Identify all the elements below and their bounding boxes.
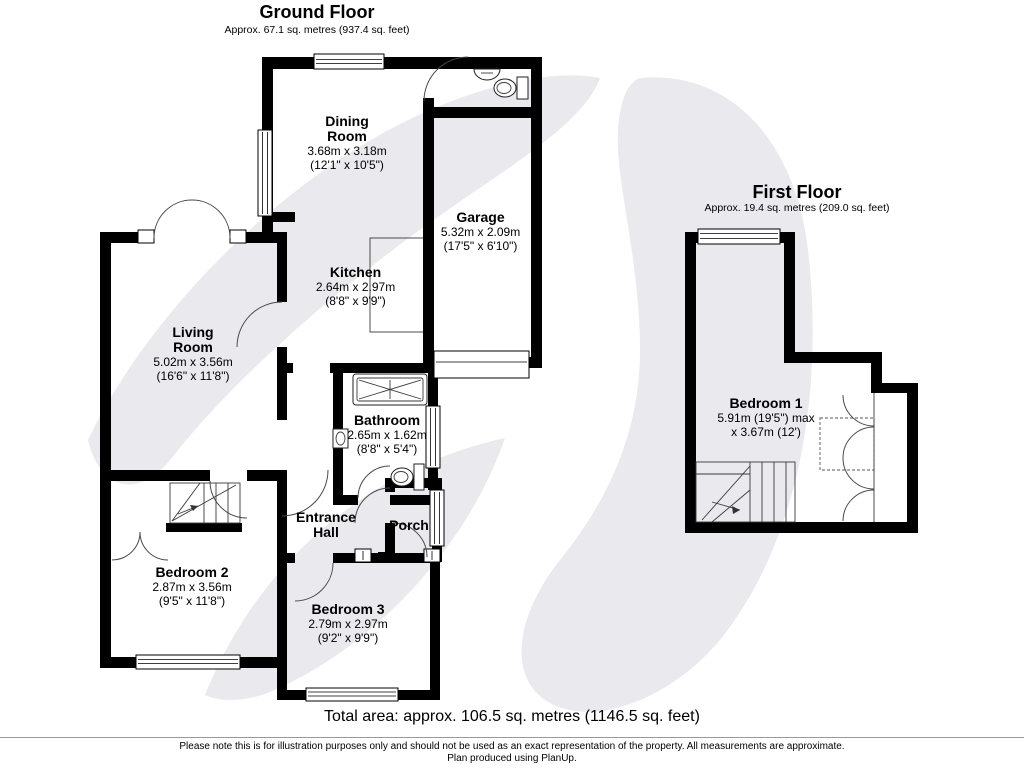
stairs-first-floor: [695, 461, 796, 523]
garage-door: [433, 350, 530, 379]
total-area-text: Total area: approx. 106.5 sq. metres (11…: [324, 708, 700, 725]
room-dims-imperial: (8'8" x 5'4"): [356, 442, 418, 456]
wc-sink-icon: [473, 68, 501, 81]
first-floor-walls: [685, 232, 918, 533]
bathroom-sink-icon: [332, 428, 349, 449]
window-bedroom2-bottom: [135, 654, 241, 670]
wc-toilet-icon: [493, 76, 529, 100]
room-name: Bedroom 3: [311, 601, 385, 617]
room-name: Dining Room: [325, 113, 369, 144]
room-label-porch: Porch: [368, 518, 450, 533]
room-label-kitchen: Kitchen 2.64m x 2.97m (8'8" x 9'9"): [283, 264, 428, 309]
bathroom-toilet-icon: [390, 463, 425, 491]
room-name: Bedroom 2: [155, 564, 229, 580]
room-label-bathroom: Bathroom 2.65m x 1.62m (8'8" x 5'4"): [317, 412, 457, 457]
window-bathroom-right: [425, 405, 441, 469]
room-name: Kitchen: [329, 264, 382, 280]
disclaimer-text: Please note this is for illustration pur…: [179, 741, 845, 752]
room-label-bedroom-2: Bedroom 2 2.87m x 3.56m (9'5" x 11'8"): [107, 564, 277, 609]
window-dining-left: [257, 129, 273, 217]
room-label-garage: Garage 5.32m x 2.09m (17'5" x 6'10"): [408, 209, 553, 254]
footer-divider: [0, 737, 1024, 738]
room-dims-imperial: (16'6" x 11'8"): [156, 369, 230, 383]
room-dims-metric: 3.68m x 3.18m: [307, 144, 387, 158]
window-porch-sidelight-right: [423, 548, 441, 563]
french-door-post-right: [229, 229, 247, 244]
first-floor-subtitle: Approx. 19.4 sq. metres (209.0 sq. feet): [704, 202, 890, 214]
bath-icon: [352, 373, 428, 406]
room-name: Entrance Hall: [296, 509, 356, 540]
room-label-bedroom-1: Bedroom 1 5.91m (19'5") max x 3.67m (12'…: [678, 395, 854, 440]
room-dims-metric: 2.65m x 1.62m: [347, 428, 427, 442]
room-label-entrance-hall: Entrance Hall: [276, 510, 376, 540]
room-dims-metric: 5.32m x 2.09m: [440, 225, 521, 239]
ground-floor-walls: [100, 57, 542, 700]
credit-text: Plan produced using PlanUp.: [447, 753, 577, 764]
room-dims-metric: 5.02m x 3.56m: [153, 355, 233, 369]
window-bedroom3-bottom: [305, 687, 399, 702]
room-dims-imperial: (9'5" x 11'8"): [158, 594, 226, 608]
room-dims-metric: 2.87m x 3.56m: [152, 580, 232, 594]
first-floor-title: First Floor: [752, 182, 842, 202]
window-porch-sidelight-left: [354, 548, 372, 563]
door-arcs: [111, 56, 875, 602]
room-label-living-room: Living Room 5.02m x 3.56m (16'6" x 11'8"…: [118, 324, 268, 384]
room-name: Garage: [456, 209, 505, 225]
room-dims-metric: 2.64m x 2.97m: [315, 280, 396, 294]
room-dims-imperial: x 3.67m (12'): [731, 425, 801, 439]
window-porch-right: [429, 489, 445, 547]
room-dims-imperial: (12'1" x 10'5"): [310, 158, 384, 172]
ground-floor-title: Ground Floor: [259, 2, 375, 22]
bedroom1-wardrobe: [819, 393, 875, 522]
room-label-bedroom-3: Bedroom 3 2.79m x 2.97m (9'2" x 9'9"): [268, 601, 428, 646]
room-dims-metric: 5.91m (19'5") max: [717, 411, 815, 425]
stairs-ground-floor: [169, 482, 241, 524]
room-label-dining-room: Dining Room 3.68m x 3.18m (12'1" x 10'5"…: [272, 113, 422, 173]
room-name: Living Room: [172, 324, 214, 355]
planup-watermark-logo: [88, 75, 813, 712]
room-dims-imperial: (8'8" x 9'9"): [325, 294, 386, 308]
french-door-post-left: [137, 229, 155, 244]
room-dims-imperial: (17'5" x 6'10"): [443, 239, 518, 253]
room-dims-metric: 2.79m x 2.97m: [308, 617, 388, 631]
ground-floor-subtitle: Approx. 67.1 sq. metres (937.4 sq. feet): [224, 24, 410, 36]
room-name: Porch: [389, 517, 429, 533]
room-name: Bedroom 1: [729, 395, 803, 411]
window-bedroom1-top: [697, 228, 781, 245]
room-name: Bathroom: [353, 412, 421, 428]
window-dining-top: [313, 53, 385, 70]
room-dims-imperial: (9'2" x 9'9"): [317, 631, 379, 645]
